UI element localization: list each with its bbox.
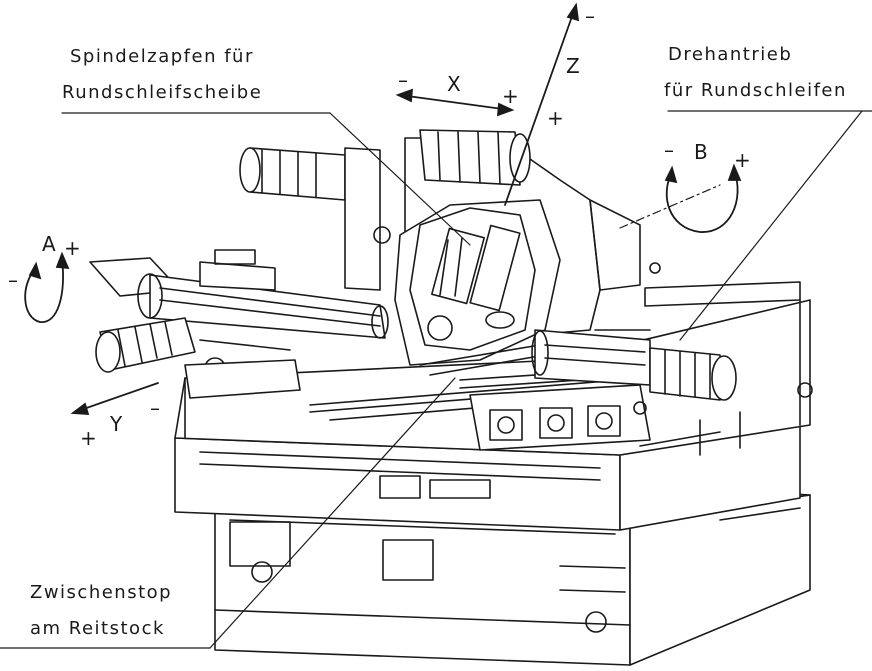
axis-label-y: Y [110, 412, 123, 436]
axis-arrows [24, 2, 742, 415]
a-axis-rotation-arrow [24, 251, 70, 323]
axis-b-minus: – [664, 138, 674, 162]
workhead-assembly [531, 329, 737, 415]
y-axis-arrow [70, 382, 159, 415]
label-drive-line1: Drehantrieb [668, 44, 793, 65]
label-stop-line2: am Reitstock [30, 618, 165, 639]
axis-label-b: B [694, 140, 708, 164]
axis-y-plus: + [80, 426, 97, 450]
grinding-head [394, 199, 561, 376]
left-spindle-assembly [89, 249, 389, 399]
axis-z-plus: + [547, 106, 564, 130]
axis-y-minus: – [150, 396, 160, 420]
label-spindle-line1: Spindelzapfen für [70, 46, 254, 67]
axis-x-plus: + [502, 84, 519, 108]
label-stop-line1: Zwischenstop [30, 582, 173, 603]
axis-a-minus: – [8, 268, 18, 292]
upper-motor [239, 147, 391, 291]
axis-label-x: X [447, 72, 461, 96]
axis-z-minus: – [585, 4, 595, 28]
label-drive-line2: für Rundschleifen [664, 80, 847, 101]
x-axis-arrow [395, 88, 515, 117]
axis-x-minus: – [398, 68, 408, 92]
work-carriage [459, 367, 651, 451]
leader-lines [0, 110, 872, 649]
b-axis-rotation-arrow [619, 163, 742, 233]
z-axis-arrow [504, 2, 580, 206]
label-spindle-line2: Rundschleifscheibe [62, 82, 263, 103]
axis-b-plus: + [734, 148, 751, 172]
axis-a-plus: + [64, 236, 81, 260]
axis-label-a: A [42, 232, 56, 256]
axis-label-z: Z [566, 54, 580, 78]
